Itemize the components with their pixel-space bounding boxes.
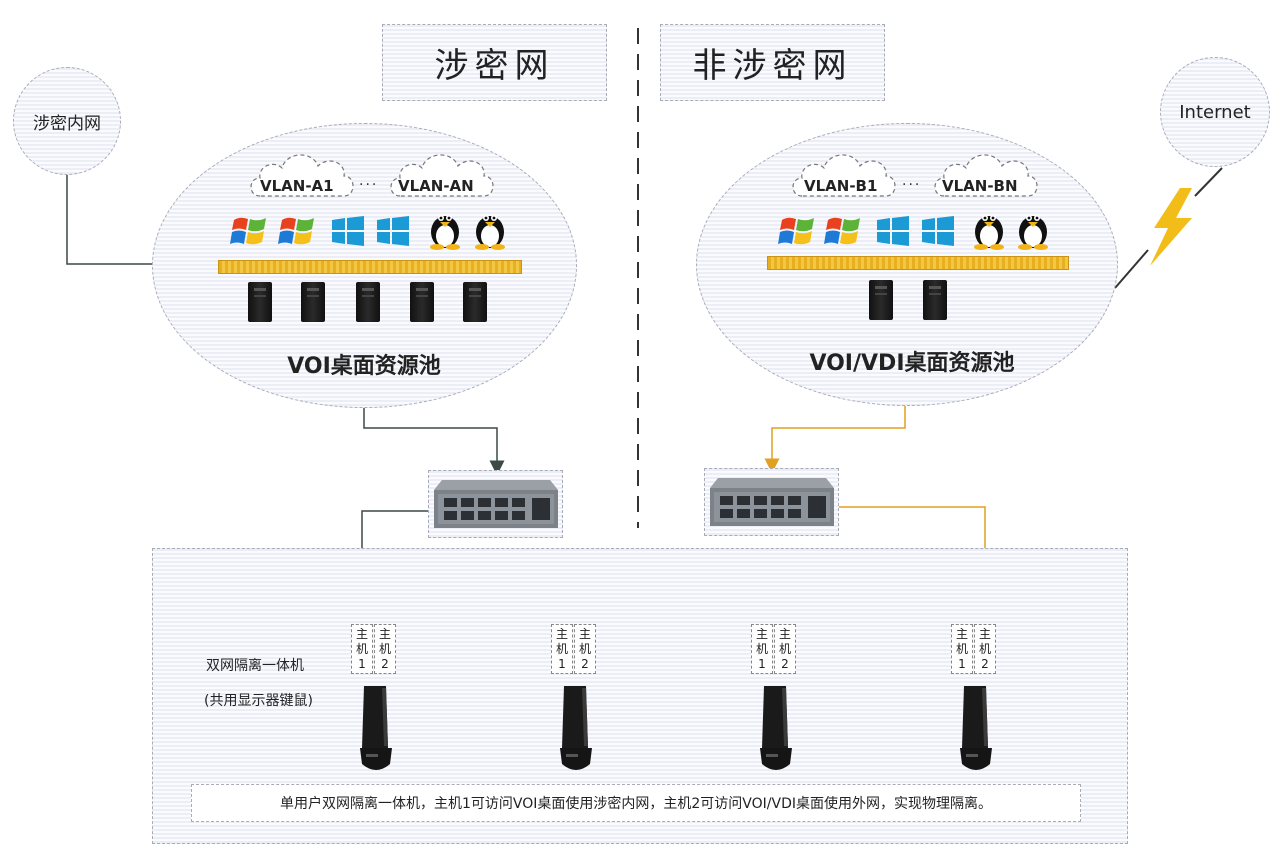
windows-xp-icon [824, 217, 860, 245]
server-icon [923, 280, 947, 320]
windows-modern-icon [877, 216, 909, 246]
classified-resource-bar [218, 260, 522, 274]
bottom-note-frame [191, 784, 1081, 822]
shared-peripherals-label: (共用显示器键鼠) [204, 693, 313, 709]
desktop-pc-icon [960, 686, 992, 770]
server-icon [301, 282, 325, 322]
windows-modern-icon [922, 216, 954, 246]
server-icon [410, 282, 434, 322]
lightning-icon [1150, 188, 1192, 266]
server-icon [463, 282, 487, 322]
unclassified-resource-bar [767, 256, 1069, 270]
vlan-b1-label: VLAN-B1 [804, 177, 878, 195]
classified-pool-label: VOI桌面资源池 [287, 354, 441, 379]
cloud-icon [390, 154, 494, 197]
server-icon [248, 282, 272, 322]
host2-tag: 主 机 2 [374, 624, 396, 674]
host2-tag: 主 机 2 [774, 624, 796, 674]
bottom-note: 单用户双网隔离一体机，主机1可访问VOI桌面使用涉密内网，主机2可访问VOI/V… [280, 796, 992, 812]
host2-tag: 主 机 2 [974, 624, 996, 674]
linux-tux-icon [1018, 215, 1048, 250]
server-icon [356, 282, 380, 322]
vlan-a1-label: VLAN-A1 [260, 177, 334, 195]
dual-network-device-label: 双网隔离一体机 [206, 658, 304, 674]
windows-modern-icon [332, 216, 364, 246]
desktop-pc-icon [560, 686, 592, 770]
classified-pool-to-switch [363, 408, 505, 476]
internet-link-lower [1114, 249, 1149, 289]
vlan-ellipsis: ··· [359, 177, 379, 193]
windows-xp-icon [778, 217, 814, 245]
vlan-ellipsis: ··· [902, 177, 922, 193]
host1-tag: 主 机 1 [351, 624, 373, 674]
host1-tag: 主 机 1 [551, 624, 573, 674]
server-icon [869, 280, 893, 320]
windows-xp-icon [278, 217, 314, 245]
vlan-an-label: VLAN-AN [398, 177, 474, 195]
unclassified-pool-label: VOI/VDI桌面资源池 [809, 351, 1015, 376]
host1-tag: 主 机 1 [951, 624, 973, 674]
linux-tux-icon [430, 215, 460, 250]
cloud-icon [934, 154, 1038, 197]
cloud-icon [792, 154, 896, 197]
windows-xp-icon [230, 217, 266, 245]
unclassified-pool-to-switch [764, 406, 906, 474]
network-switch-icon [710, 478, 834, 526]
host1-tag: 主 机 1 [751, 624, 773, 674]
desktop-pc-icon [360, 686, 392, 770]
host2-tag: 主 机 2 [574, 624, 596, 674]
intranet-link [66, 175, 152, 265]
network-switch-icon [434, 480, 558, 528]
linux-tux-icon [974, 215, 1004, 250]
classified-network-title: 涉密网 [382, 24, 607, 101]
vlan-bn-label: VLAN-BN [942, 177, 1018, 195]
cloud-icon [250, 154, 354, 197]
windows-modern-icon [377, 216, 409, 246]
desktop-pc-icon [760, 686, 792, 770]
linux-tux-icon [475, 215, 505, 250]
internet-node: Internet [1160, 57, 1270, 167]
classified-intranet-node: 涉密内网 [13, 67, 121, 175]
unclassified-network-title: 非涉密网 [660, 24, 885, 101]
internet-link-upper [1194, 167, 1223, 197]
